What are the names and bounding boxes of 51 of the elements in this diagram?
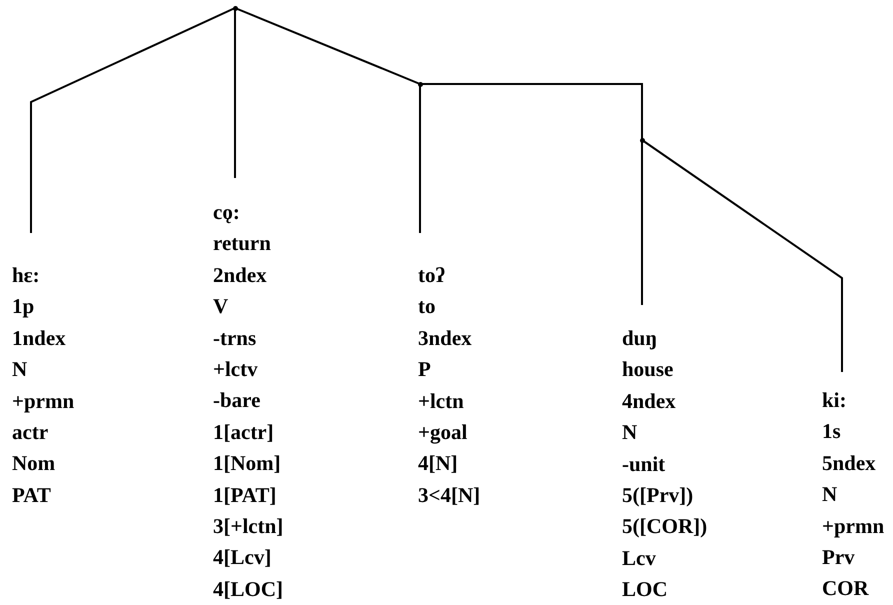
feature-text: N bbox=[622, 419, 638, 446]
feature-text: -trns bbox=[213, 324, 256, 352]
feature-text: Lcv bbox=[622, 544, 656, 572]
feature-text: -bare bbox=[213, 387, 260, 414]
feature-text: 5ndex bbox=[822, 450, 876, 477]
feature-text: 3<4[N] bbox=[418, 482, 480, 509]
feature-text: 1s bbox=[822, 418, 841, 446]
branch-point bbox=[640, 138, 644, 142]
feature-text: 1[actr] bbox=[213, 418, 274, 446]
feature-text: N bbox=[822, 481, 838, 508]
feature-text: PAT bbox=[12, 482, 51, 509]
word-form-text: toʔ bbox=[418, 262, 445, 289]
feature-text: 2ndex bbox=[213, 262, 267, 289]
feature-text: 5([COR]) bbox=[622, 513, 708, 540]
branch-point bbox=[418, 82, 422, 86]
feature-text: 3[+lctn] bbox=[213, 513, 284, 540]
feature-text: 4[N] bbox=[418, 450, 458, 478]
feature-text: +prmn bbox=[12, 388, 74, 415]
feature-text: Prv bbox=[822, 544, 855, 572]
feature-text: +lctv bbox=[213, 356, 258, 384]
feature-text: P bbox=[418, 356, 431, 384]
feature-text: house bbox=[622, 356, 674, 384]
feature-text: actr bbox=[12, 419, 48, 446]
tree-branch-line bbox=[641, 139, 843, 372]
feature-text: +goal bbox=[418, 419, 468, 446]
feature-text: 4ndex bbox=[622, 388, 676, 415]
feature-text: LOC bbox=[622, 576, 668, 604]
feature-text: +prmn bbox=[822, 512, 884, 540]
feature-text: -unit bbox=[622, 450, 666, 478]
feature-text: N bbox=[12, 356, 28, 384]
feature-text: 4[Lcv] bbox=[213, 544, 272, 572]
branch-point bbox=[232, 6, 238, 10]
feature-text: +lctn bbox=[418, 388, 464, 415]
feature-text: 1[PAT] bbox=[213, 482, 276, 509]
tree-branch-line bbox=[30, 7, 236, 233]
feature-text: 4[LOC] bbox=[213, 576, 283, 603]
feature-text: V bbox=[213, 293, 228, 320]
word-form-text: ki: bbox=[822, 387, 847, 414]
tree-branch-line bbox=[420, 83, 643, 140]
feature-text: 1p bbox=[12, 293, 34, 320]
feature-text: return bbox=[213, 230, 271, 258]
word-form-text: duŋ bbox=[622, 325, 658, 352]
feature-text: 5([Prv]) bbox=[622, 482, 694, 510]
feature-text: 3ndex bbox=[418, 324, 472, 352]
feature-text: Nom bbox=[12, 450, 56, 478]
word-form-text: cǫ: bbox=[213, 199, 240, 226]
feature-text: 1[Nom] bbox=[213, 450, 281, 478]
word-form-text: hɛ: bbox=[12, 262, 40, 289]
feature-text: to bbox=[418, 293, 436, 320]
feature-text: 1ndex bbox=[12, 324, 66, 352]
feature-text: COR bbox=[822, 575, 869, 602]
